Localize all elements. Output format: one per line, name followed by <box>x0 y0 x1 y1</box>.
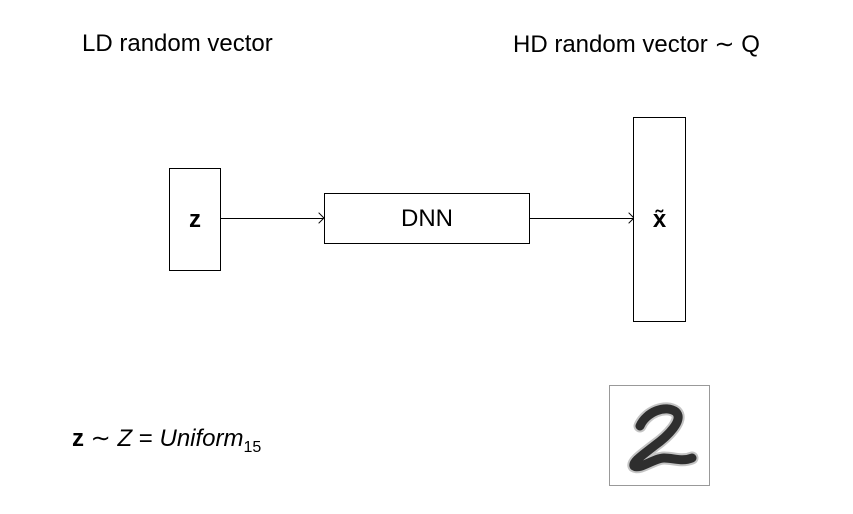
formula-eq: = <box>138 425 153 452</box>
arrow-z-to-dnn <box>221 218 323 219</box>
z-node: z <box>169 168 221 271</box>
mnist-sample-image <box>609 385 710 486</box>
arrow-dnn-to-x <box>530 218 633 219</box>
formula-Z: Z <box>117 425 133 452</box>
x-tilde-node: x̃ <box>633 117 686 322</box>
dnn-node-label: DNN <box>401 204 453 232</box>
z-node-label: z <box>189 205 201 233</box>
hd-title-sim: ∼ <box>714 31 735 58</box>
arrow-z-to-dnn-head <box>313 212 325 224</box>
latent-distribution-formula: z ∼ Z = Uniform15 <box>72 424 261 457</box>
formula-sim: ∼ <box>90 425 111 452</box>
ld-random-vector-label: LD random vector <box>82 30 273 57</box>
dnn-node: DNN <box>324 193 530 244</box>
x-tilde-node-label: x̃ <box>652 205 667 233</box>
hd-random-vector-label: HD random vector ∼ Q <box>513 30 760 59</box>
hd-title-dist: Q <box>741 31 760 58</box>
formula-var: z <box>72 425 84 452</box>
handwritten-digit-two-icon <box>627 402 699 474</box>
formula-dist: Uniform <box>159 425 244 452</box>
hd-title-text: HD random vector <box>513 31 708 58</box>
formula-subscript: 15 <box>243 438 262 456</box>
